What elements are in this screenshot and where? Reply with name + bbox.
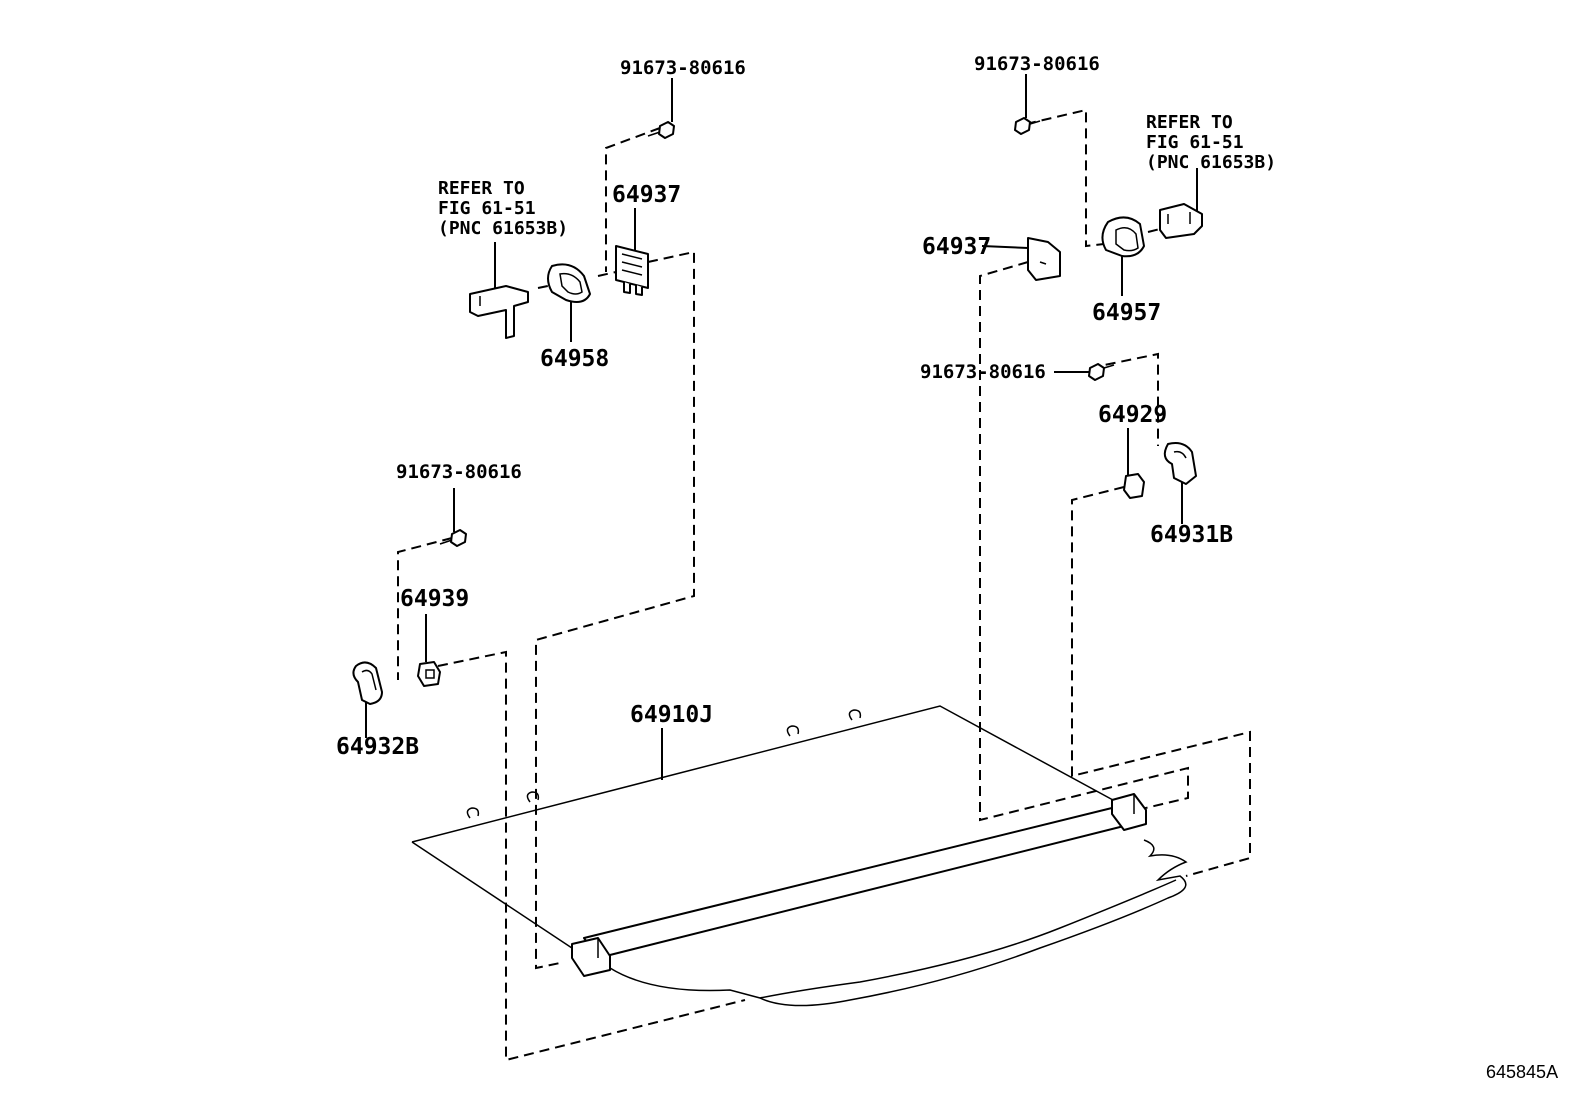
refer-note-left-line2: FIG 61-51 [438, 198, 536, 219]
part-number-bolt-mid-right: 91673-80616 [920, 361, 1046, 383]
bolt-icon [1014, 117, 1041, 135]
hook-icon [1163, 442, 1197, 485]
part-number-holder-left: 64958 [540, 346, 609, 372]
bolt-icon [439, 529, 467, 547]
bracket-icon [1027, 237, 1061, 281]
tonneau-cover-icon [411, 705, 1188, 1007]
part-number-clip-left: 64939 [400, 586, 469, 612]
part-number-bolt-mid-left: 91673-80616 [396, 461, 522, 483]
refer-note-right-line2: FIG 61-51 [1146, 132, 1244, 153]
bolt-icon [647, 121, 675, 139]
part-number-bolt-top-left: 91673-80616 [620, 57, 746, 79]
part-number-hook-left: 64932B [336, 734, 419, 760]
part-number-clip-right: 64929 [1098, 402, 1167, 428]
refer-bracket-icon [1159, 203, 1203, 239]
refer-note-left-line1: REFER TO [438, 178, 525, 199]
bolt-icon [1088, 363, 1115, 381]
refer-note-right-line1: REFER TO [1146, 112, 1233, 133]
assembly-lines [397, 108, 1251, 1062]
callouts: 91673-80616 91673-80616 91673-80616 9167… [336, 53, 1558, 1082]
part-number-bracket-left: 64937 [612, 182, 681, 208]
holder-icon [1101, 216, 1145, 258]
part-number-bracket-right: 64937 [922, 234, 991, 260]
part-number-bolt-top-right: 91673-80616 [974, 53, 1100, 75]
refer-note-left-line3: (PNC 61653B) [438, 218, 568, 239]
refer-bracket-icon [469, 285, 529, 339]
bracket-icon [615, 245, 649, 296]
part-number-tonneau-cover: 64910J [630, 702, 713, 728]
part-number-holder-right: 64957 [1092, 300, 1161, 326]
clip-icon [1123, 473, 1145, 499]
illustration-number: 645845A [1486, 1062, 1558, 1082]
refer-note-right-line3: (PNC 61653B) [1146, 152, 1276, 173]
leader-lines [365, 74, 1198, 780]
part-number-hook-right: 64931B [1150, 522, 1233, 548]
holder-icon [547, 263, 591, 303]
clip-icon [417, 661, 441, 687]
hook-icon [352, 661, 383, 705]
